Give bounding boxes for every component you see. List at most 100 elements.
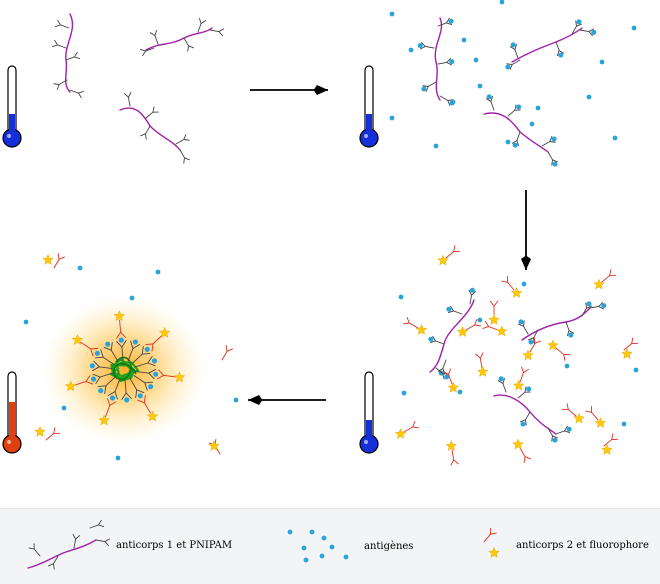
antigen-dot: [451, 100, 456, 105]
antibody1: [446, 306, 462, 314]
antigen-dot: [62, 406, 67, 411]
antigen-dot: [552, 137, 557, 142]
antigen-dot: [446, 307, 451, 312]
antigen-dot: [153, 372, 158, 377]
star-icon: [438, 255, 449, 265]
star-icon: [478, 366, 488, 376]
thermometer-cold-icon: [360, 372, 378, 453]
arrow-right-icon: [250, 85, 328, 95]
legend-antigen-label: antigènes: [364, 541, 413, 552]
antigen-dot: [234, 398, 239, 403]
antigen-dot: [558, 53, 563, 58]
thermometer-hot-icon: [3, 372, 21, 453]
legend-icons: [28, 520, 499, 569]
legend-antibody2-icon: [484, 528, 496, 542]
antigen-dot: [506, 140, 511, 145]
antigen-dot: [591, 30, 596, 35]
antibody1: [438, 58, 454, 65]
antibody2: [395, 421, 418, 438]
pnipam-antibody1-chain: [428, 288, 475, 380]
antigen-dot: [449, 19, 454, 24]
antigen-dot: [310, 530, 315, 535]
antigen-dot: [90, 363, 95, 368]
antigen-dot: [587, 95, 592, 100]
antigen-dot: [304, 558, 309, 563]
antigen-dot: [390, 12, 395, 17]
antigen-dot: [529, 340, 534, 345]
antigen-dot: [458, 390, 463, 395]
antibody1: [52, 40, 66, 48]
antigen-dot: [116, 456, 121, 461]
antibody1: [520, 412, 530, 427]
antibody1: [428, 336, 444, 344]
star-icon: [497, 326, 508, 336]
antigen-dot: [530, 122, 535, 127]
pnipam-antibody1-chain: [52, 14, 83, 98]
antigen-dot: [462, 38, 467, 43]
antibody1: [418, 42, 434, 49]
antigen-dot: [500, 0, 505, 4]
antibody2: [586, 406, 606, 427]
antigen-dot: [601, 303, 606, 308]
antigen-dot: [519, 319, 524, 324]
antigen-dot: [553, 438, 558, 443]
antigen-dot: [478, 318, 483, 323]
antibody1: [54, 80, 67, 90]
antibody1: [29, 544, 40, 556]
antibody1: [124, 92, 131, 106]
antibody2: [502, 276, 522, 297]
antigen-dot: [428, 337, 433, 342]
antigen-dot: [499, 376, 504, 381]
antigen-dot: [390, 116, 395, 121]
star-icon: [446, 441, 456, 451]
antigen-dot: [474, 58, 479, 63]
antibody1: [556, 426, 572, 434]
antibody2: [622, 338, 638, 359]
antigen-dot: [470, 288, 475, 293]
pnipam-antibody1-chain: [505, 19, 596, 69]
antigen-dot: [302, 546, 307, 551]
antigen-dot: [110, 395, 115, 400]
antigen-dot: [632, 26, 637, 31]
antibody1: [140, 126, 150, 139]
antibody1: [96, 539, 110, 546]
antigen-dot: [98, 388, 103, 393]
antigen-dot: [78, 266, 83, 271]
antigen-dot: [330, 545, 335, 550]
antibody2: [35, 427, 60, 441]
antigen-dot: [105, 342, 110, 347]
star-icon: [395, 429, 406, 439]
antigen-dot: [526, 387, 531, 392]
antigen-dot: [418, 43, 423, 48]
antibody2: [476, 353, 488, 377]
antigen-dot: [421, 87, 426, 92]
antibody2: [222, 345, 233, 360]
antibody1: [184, 38, 194, 51]
antibody1: [510, 42, 518, 58]
antigen-dot: [409, 48, 414, 53]
antibody2: [594, 270, 616, 289]
antigen-dot: [622, 422, 627, 427]
antigen-dot: [513, 143, 518, 148]
antigen-dot: [320, 554, 325, 559]
antigen-dot: [505, 65, 510, 70]
antigen-dot: [434, 144, 439, 149]
antigen-dot: [478, 84, 483, 89]
star-icon: [523, 350, 533, 360]
pnipam-antibody1-chain: [140, 18, 223, 55]
antigen-dot: [522, 282, 527, 287]
antigen-dot: [600, 60, 605, 65]
antibody1: [580, 29, 596, 36]
star-icon: [622, 349, 632, 359]
antigen-dot: [565, 364, 570, 369]
antigen-dot: [145, 347, 150, 352]
antibody1: [498, 376, 506, 392]
antigen-dot: [402, 391, 407, 396]
antigen-dot: [587, 301, 592, 306]
pnipam-antibody1-chain: [518, 301, 606, 344]
star-icon: [513, 380, 524, 390]
antigen-dot: [449, 59, 454, 64]
antigen-dot: [521, 422, 526, 427]
antigen-dot: [516, 105, 521, 110]
